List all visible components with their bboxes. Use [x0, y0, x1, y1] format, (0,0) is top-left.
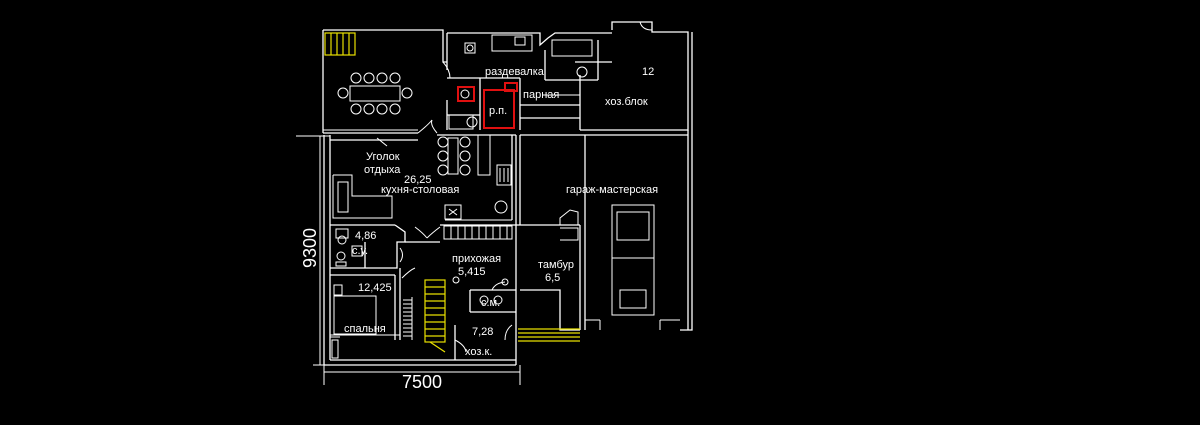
dimension-lines — [313, 135, 521, 385]
label-su-area: 4,86 — [355, 230, 376, 242]
terrace-table — [337, 72, 413, 115]
label-bedroom-area: 12,425 — [358, 282, 392, 294]
bathroom-fixtures — [335, 228, 363, 267]
exterior-walls — [296, 21, 693, 366]
label-hallway: прихожая — [452, 253, 501, 265]
bed — [330, 284, 413, 359]
label-hozblok-num: 12 — [642, 66, 654, 78]
label-razdevalka: раздевалка — [485, 66, 545, 78]
label-kitchen: кухня-столовая — [381, 184, 459, 196]
label-rp: р.п. — [489, 105, 507, 117]
kitchen-table — [437, 134, 512, 221]
label-storage: хоз.к. — [465, 346, 492, 358]
label-sm: с.м. — [481, 297, 500, 309]
label-garage: гараж-мастерская — [566, 184, 658, 196]
garage-car — [559, 204, 655, 316]
label-kitchen-area: 26,25 — [404, 174, 432, 186]
label-tambour-area: 6,5 — [545, 272, 560, 284]
label-hallway-area: 5,415 — [458, 266, 486, 278]
label-hozblok: хоз.блок — [605, 96, 648, 108]
label-su: с.у. — [352, 245, 368, 257]
dimension-width: 7500 — [402, 372, 442, 392]
yellow-stairs — [324, 32, 580, 353]
hall-steps — [443, 225, 513, 305]
doors — [399, 21, 653, 353]
label-ugolok-2: отдыха — [364, 164, 401, 176]
sauna-stove — [448, 34, 593, 130]
label-storage-area: 7,28 — [472, 326, 493, 338]
label-bedroom: спальня — [344, 323, 386, 335]
label-parnaya: парная — [523, 89, 559, 101]
label-ugolok-1: Уголок — [366, 151, 400, 163]
dimension-height: 9300 — [300, 228, 320, 268]
sofa — [332, 137, 393, 219]
label-tambour: тамбур — [538, 259, 574, 271]
interior-walls — [330, 40, 612, 360]
